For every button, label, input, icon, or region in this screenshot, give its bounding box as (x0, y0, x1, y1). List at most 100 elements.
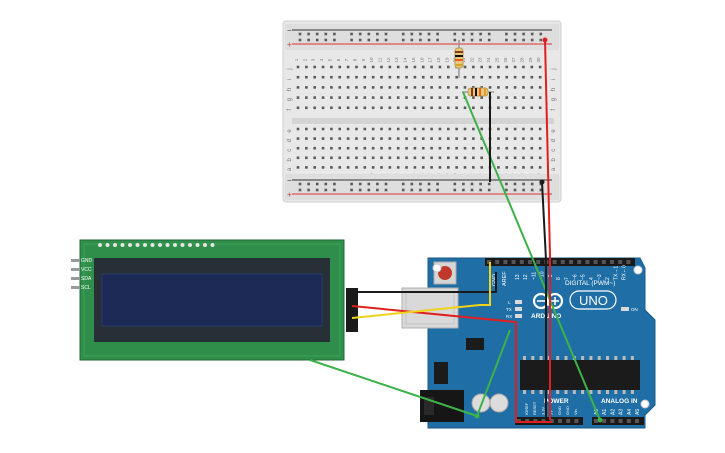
wire-black-gnd[interactable] (541, 181, 547, 420)
breadboard-hole (430, 75, 433, 79)
breadboard-hole (447, 86, 450, 89)
breadboard-hole (305, 106, 308, 110)
breadboard-hole (355, 137, 358, 140)
breadboard-hole (421, 137, 425, 140)
breadboard-hole (346, 86, 350, 89)
resistor-horizontal[interactable] (462, 87, 494, 97)
breadboard-hole (538, 86, 542, 89)
resistor-vertical[interactable] (454, 40, 464, 78)
chip-pin (539, 356, 543, 360)
breadboard-hole (480, 75, 483, 79)
bottom-plus-label: + (287, 190, 292, 199)
breadboard-hole (513, 96, 517, 99)
breadboard-hole (538, 146, 542, 150)
chip-pin (572, 390, 576, 394)
breadboard-hole (463, 75, 467, 79)
breadboard-hole (530, 182, 534, 186)
breadboard-hole (296, 86, 300, 89)
digital-header (485, 258, 635, 266)
chip-pin (581, 390, 585, 394)
row-letter: a (287, 167, 293, 171)
header-hole (503, 260, 508, 264)
breadboard-hole (539, 38, 543, 42)
breadboard-hole (363, 96, 367, 99)
breadboard-hole (472, 146, 475, 150)
breadboard-hole (513, 182, 517, 186)
breadboard-hole (367, 182, 371, 186)
breadboard-hole (463, 137, 467, 140)
breadboard-hole (436, 38, 439, 42)
breadboard-hole (447, 75, 450, 79)
breadboard-hole (438, 96, 442, 99)
chip-pin (581, 356, 585, 360)
wire-black-lcd-gnd[interactable] (352, 272, 497, 293)
breadboard-hole (436, 188, 439, 192)
breadboard[interactable]: − + 123456789101112131415161718192021222… (282, 20, 562, 203)
breadboard-hole (346, 75, 350, 79)
top-plus-label: + (287, 40, 292, 49)
row-letter: i (551, 79, 557, 80)
row-letter: h (551, 88, 557, 91)
breadboard-hole (427, 38, 431, 42)
breadboard-hole (321, 146, 325, 150)
breadboard-hole (296, 106, 300, 110)
digital-pin-label: 2 (605, 277, 611, 280)
column-number: 13 (394, 57, 399, 63)
header-hole (610, 260, 614, 264)
breadboard-hole (530, 127, 534, 131)
breadboard-hole (324, 182, 328, 186)
breadboard-hole (363, 146, 367, 150)
breadboard-hole (487, 182, 491, 186)
breadboard-hole (338, 137, 342, 140)
header-hole (626, 260, 631, 264)
breadboard-hole (480, 96, 483, 99)
breadboard-hole (436, 182, 439, 186)
breadboard-hole (396, 156, 400, 160)
wire-yellow-sda[interactable] (351, 262, 491, 319)
breadboard-hole (358, 188, 362, 192)
breadboard-hole (384, 32, 388, 36)
breadboard-hole (388, 86, 392, 89)
breadboard-hole (421, 65, 425, 69)
breadboard-hole (324, 188, 328, 192)
breadboard-hole (530, 38, 534, 42)
breadboard-hole (346, 96, 350, 99)
breadboard-hole (358, 182, 362, 186)
breadboard-hole (513, 127, 517, 131)
row-letter: i (287, 79, 293, 80)
breadboard-hole (530, 86, 534, 89)
breadboard-hole (453, 188, 457, 192)
breadboard-hole (313, 106, 316, 110)
chip-pin (614, 390, 618, 394)
breadboard-hole (530, 156, 534, 160)
column-number: 16 (419, 57, 424, 63)
wire-green-lcd[interactable] (309, 359, 478, 417)
lcd-header-pin (113, 243, 117, 247)
breadboard-hole (305, 86, 308, 89)
breadboard-hole (355, 146, 358, 150)
lcd-connector (346, 288, 358, 332)
breadboard-hole (505, 75, 509, 79)
breadboard-hole (388, 65, 392, 69)
breadboard-hole (307, 182, 310, 186)
power-pin-label: GND (565, 406, 570, 415)
breadboard-hole (522, 38, 525, 42)
breadboard-hole (421, 146, 425, 150)
breadboard-hole (380, 96, 383, 99)
tx-led: TX (506, 307, 522, 312)
wire-red-5v[interactable] (544, 39, 551, 420)
wire-green-scl[interactable] (476, 329, 511, 417)
breadboard-hole (396, 65, 400, 69)
header-hole (536, 260, 541, 264)
breadboard-hole (505, 32, 508, 36)
breadboard-hole (363, 86, 367, 89)
chip-pin (564, 356, 568, 360)
breadboard-hole (505, 38, 508, 42)
wire-red-lcd-5v[interactable] (351, 305, 517, 420)
wire-green-analog[interactable] (462, 91, 601, 421)
lcd-module[interactable] (79, 239, 345, 361)
header-hole (560, 260, 565, 264)
chip-pin (564, 390, 568, 394)
